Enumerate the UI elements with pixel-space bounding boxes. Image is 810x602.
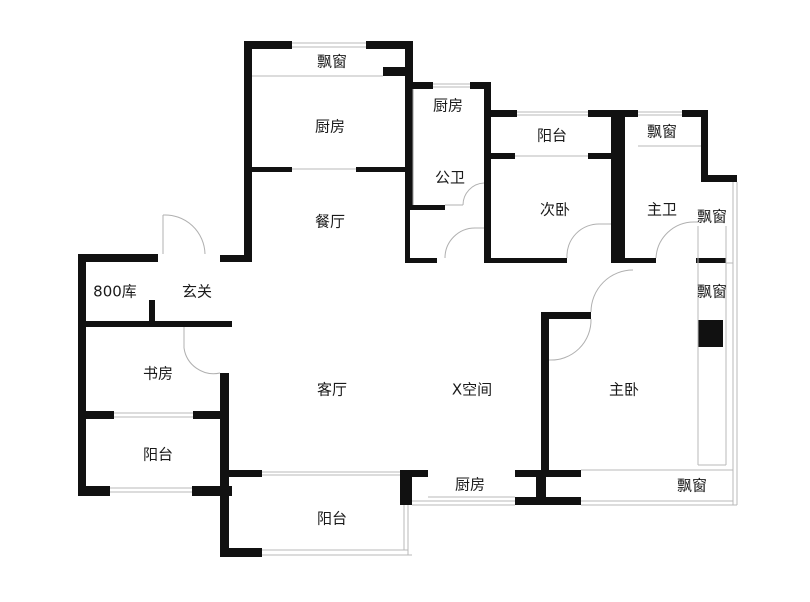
label-living: 客厅 — [317, 381, 347, 399]
doors — [162, 182, 698, 375]
label-kitchen-small: 厨房 — [433, 97, 463, 115]
label-kitchen-bottom: 厨房 — [455, 476, 485, 494]
label-foyer: 玄关 — [182, 283, 212, 301]
label-second-bedroom: 次卧 — [540, 201, 570, 219]
label-master-bath: 主卫 — [647, 201, 677, 219]
label-storage: 800库 — [93, 283, 137, 301]
label-bay-window-master-bath: 飘窗 — [647, 123, 677, 141]
label-master-bedroom: 主卧 — [609, 381, 639, 399]
label-balcony-top: 阳台 — [537, 127, 567, 145]
label-public-bath: 公卫 — [435, 169, 465, 187]
label-dining: 餐厅 — [315, 213, 345, 231]
windows — [110, 42, 738, 556]
label-balcony-bottom: 阳台 — [317, 510, 347, 528]
label-kitchen-top: 厨房 — [315, 118, 345, 136]
label-x-space: X空间 — [452, 381, 492, 399]
label-balcony-left: 阳台 — [143, 446, 173, 464]
room-labels: 飘窗 厨房 厨房 公卫 阳台 次卧 飘窗 主卫 飘窗 飘窗 餐厅 800库 玄关… — [93, 53, 727, 528]
label-bay-window-right-2: 飘窗 — [697, 283, 727, 301]
label-bay-window-top: 飘窗 — [317, 53, 347, 71]
label-bay-window-right-1: 飘窗 — [697, 208, 727, 226]
walls — [78, 41, 737, 557]
label-study: 书房 — [143, 365, 173, 383]
label-bay-window-bottom: 飘窗 — [677, 477, 707, 495]
